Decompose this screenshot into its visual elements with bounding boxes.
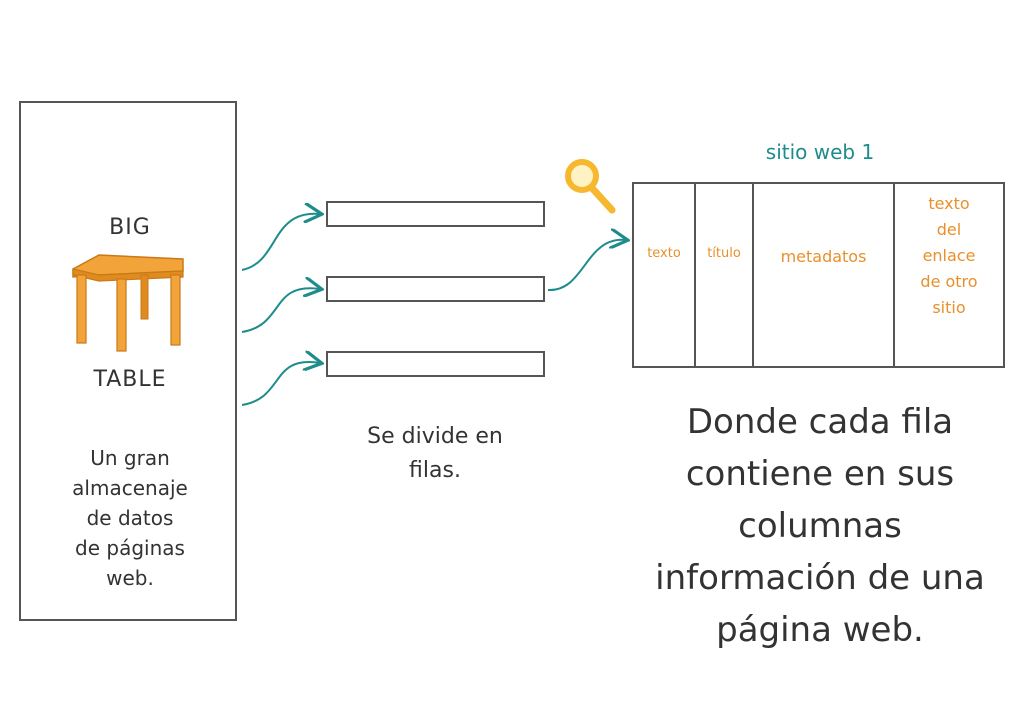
big-table-box: BIG TABLE Un gran almacenaje de datos de… bbox=[19, 101, 237, 621]
explanation-line: Donde cada fila bbox=[686, 402, 954, 442]
column-metadatos: metadatos bbox=[754, 184, 895, 366]
description-line: Un gran bbox=[90, 446, 170, 470]
column-texto: texto bbox=[634, 184, 696, 366]
caption-line: filas. bbox=[409, 458, 461, 483]
site-title: sitio web 1 bbox=[765, 140, 875, 164]
description-line: de datos bbox=[86, 506, 174, 530]
magnifier-icon bbox=[565, 159, 616, 214]
explanation-line: contiene en sus bbox=[685, 454, 955, 494]
explanation-line: columnas bbox=[738, 506, 902, 546]
row-explanation: Donde cada fila contiene en sus columnas… bbox=[630, 396, 1010, 656]
description-line: almacenaje bbox=[72, 476, 188, 500]
column-titulo: título bbox=[696, 184, 754, 366]
enlace-line: de otro bbox=[920, 272, 978, 291]
big-label: BIG bbox=[109, 215, 151, 240]
wooden-table-icon bbox=[72, 254, 184, 352]
row-rect-3 bbox=[326, 351, 545, 377]
description-line: web. bbox=[106, 566, 154, 590]
enlace-line: texto bbox=[928, 194, 970, 213]
site-row-table: texto título metadatos texto del enlace … bbox=[632, 182, 1005, 368]
row-rect-1 bbox=[326, 201, 545, 227]
curved-arrow-icon bbox=[241, 214, 320, 271]
enlace-line: del bbox=[936, 220, 962, 239]
explanation-line: página web. bbox=[716, 610, 924, 650]
curved-arrow-icon bbox=[547, 240, 626, 292]
explanation-line: información de una bbox=[655, 558, 985, 598]
table-label: TABLE bbox=[93, 367, 167, 392]
curved-arrow-icon bbox=[241, 362, 320, 406]
enlace-line: enlace bbox=[922, 246, 976, 265]
caption-line: Se divide en bbox=[367, 424, 503, 449]
curved-arrow-icon bbox=[241, 288, 320, 333]
rows-caption: Se divide en filas. bbox=[330, 420, 540, 488]
big-table-description: Un gran almacenaje de datos de páginas w… bbox=[21, 443, 239, 593]
column-enlace: texto del enlace de otro sitio bbox=[895, 184, 1003, 366]
row-rect-2 bbox=[326, 276, 545, 302]
enlace-line: sitio bbox=[932, 298, 966, 317]
description-line: de páginas bbox=[75, 536, 185, 560]
